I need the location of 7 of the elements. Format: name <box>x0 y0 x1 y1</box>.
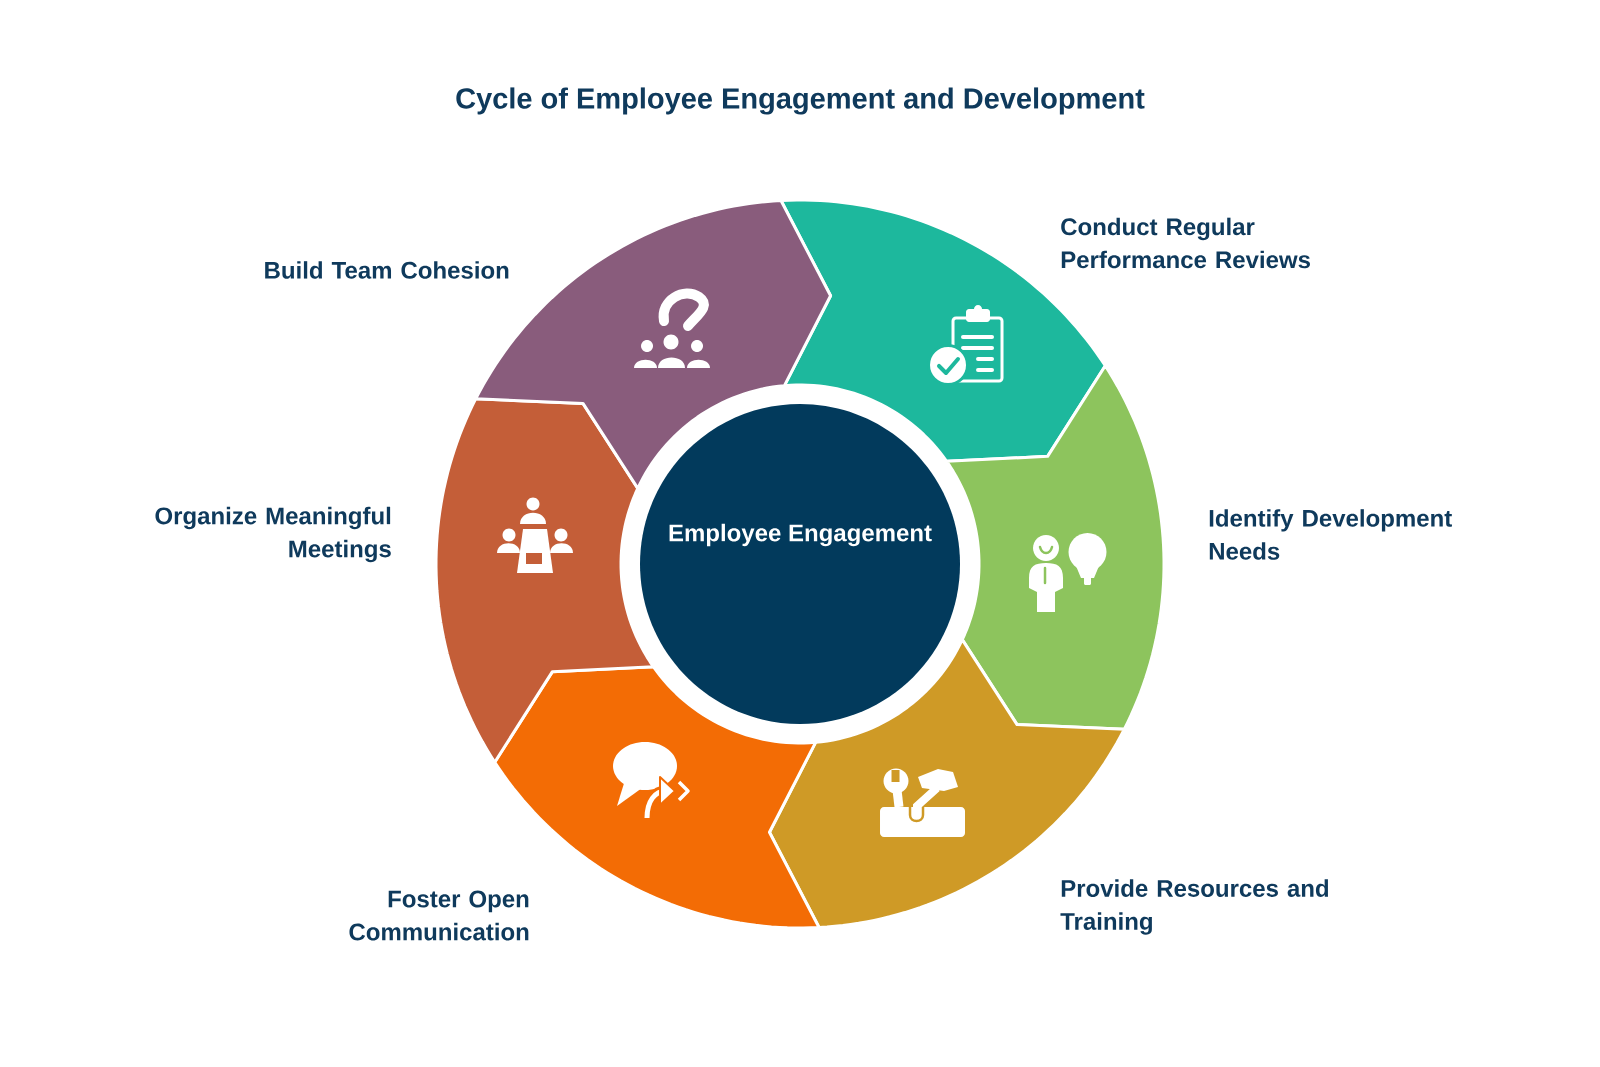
segment-label: Provide Resources and Training <box>1060 879 1328 935</box>
segment-label: Identify Development Needs <box>1209 509 1452 560</box>
title: Cycle of Employee Engagement and Development <box>456 87 1145 115</box>
segment-label: Build Team Cohesion <box>265 261 509 279</box>
segment-label: Conduct Regular Performance Reviews <box>1061 217 1310 269</box>
segment-label: Organize Meaningful Meetings <box>155 506 391 563</box>
segment-label: Foster Open Communication <box>349 890 529 941</box>
